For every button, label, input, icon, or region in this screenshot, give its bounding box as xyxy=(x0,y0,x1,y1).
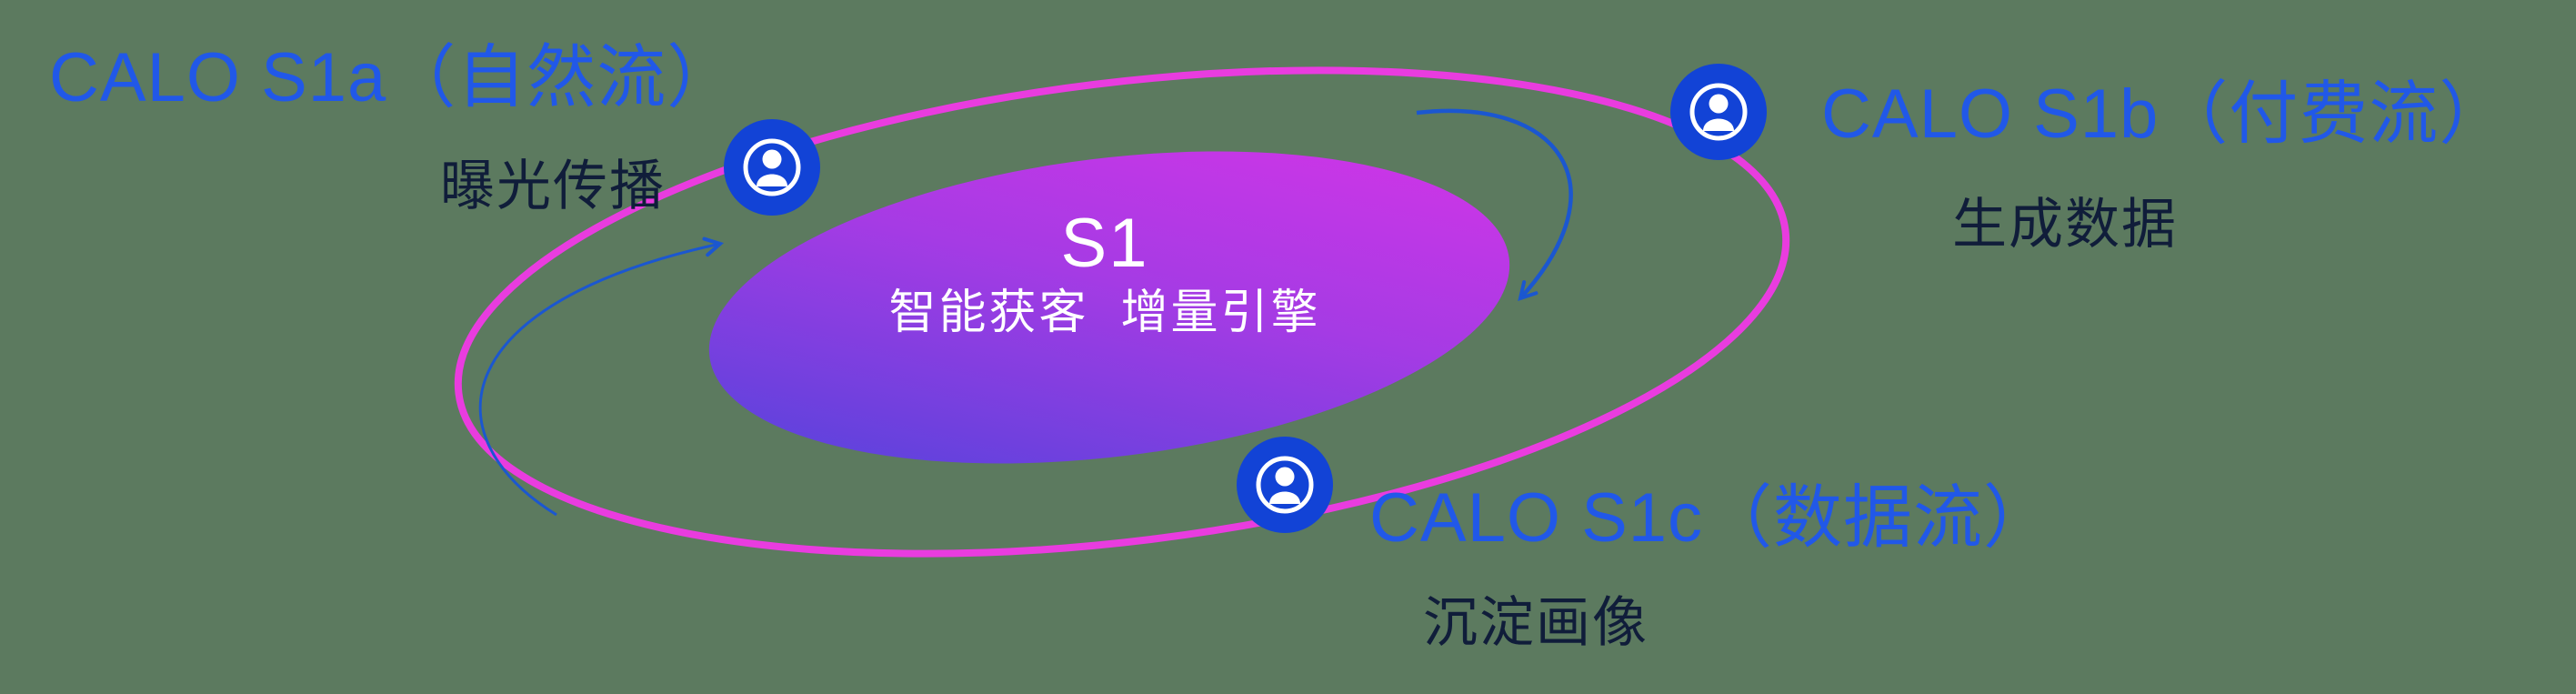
person-icon xyxy=(1689,83,1748,141)
node-s1b xyxy=(1670,64,1767,160)
core-subtitle: 智能获客 增量引擎 xyxy=(888,287,1321,339)
core-title: S1 xyxy=(1060,205,1149,282)
label-s1c-subtitle: 沉淀画像 xyxy=(1423,592,1649,653)
arrow-top-right-icon xyxy=(1416,108,1573,302)
core-ellipse xyxy=(708,151,1510,464)
person-icon xyxy=(743,138,801,196)
orbit-ring xyxy=(454,66,1790,558)
label-s1a-subtitle: 曝光传播 xyxy=(440,156,666,216)
label-s1b-title: CALO S1b（付费流） xyxy=(1821,75,2510,153)
label-s1a-title: CALO S1a（自然流） xyxy=(49,39,737,116)
node-s1c xyxy=(1237,437,1333,533)
label-s1b-subtitle: 生成数据 xyxy=(1952,194,2178,255)
label-s1c-title: CALO S1c（数据流） xyxy=(1369,479,2054,557)
person-icon xyxy=(1256,456,1314,514)
arrow-left-icon xyxy=(478,236,724,517)
node-s1a xyxy=(724,119,820,216)
